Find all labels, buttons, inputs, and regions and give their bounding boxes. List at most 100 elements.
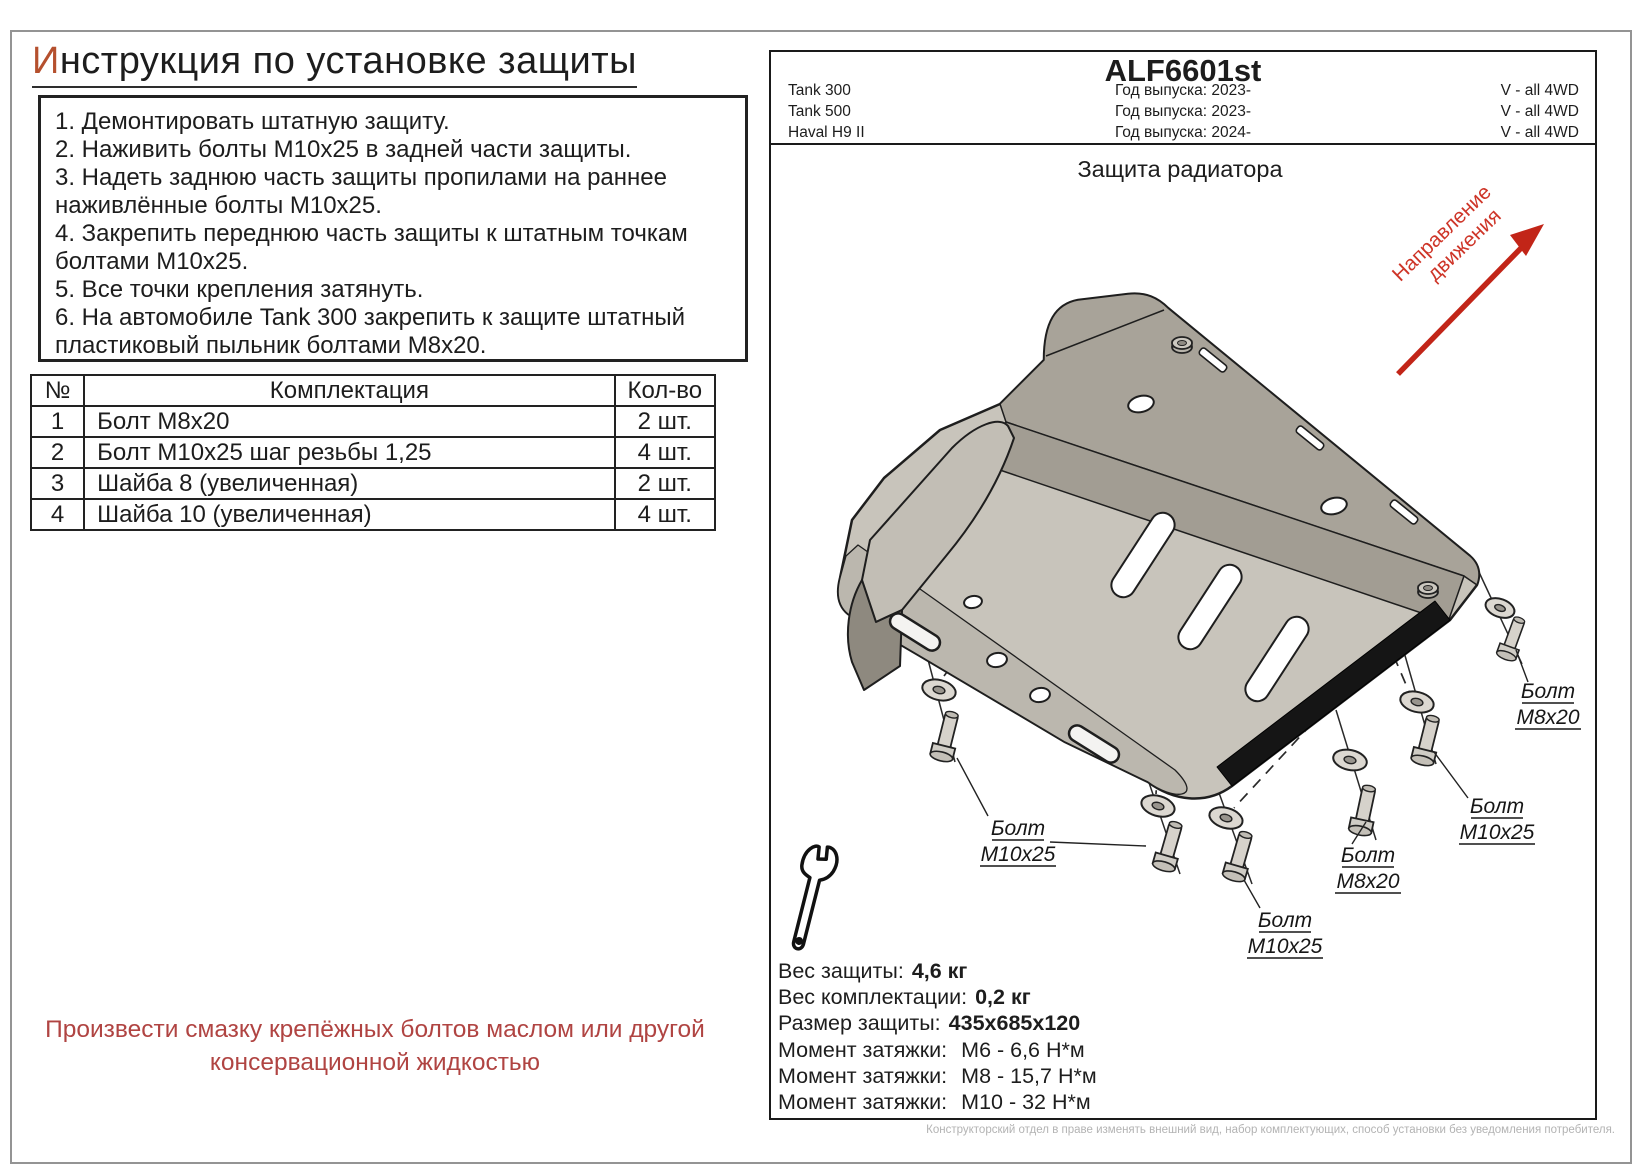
wrench-icon — [791, 844, 839, 951]
bolt — [1410, 714, 1440, 767]
fasteners — [921, 597, 1526, 883]
col-header-num: № — [29, 374, 86, 407]
vehicle-drive: V - all 4WD — [1500, 102, 1579, 120]
cell-name: Болт М10х25 шаг резьбы 1,25 — [83, 436, 616, 469]
washer — [1332, 748, 1368, 772]
cell-num: 2 — [29, 436, 86, 469]
bolt-label: Болт М10х25 — [1459, 795, 1535, 845]
spec-line: Момент затяжки:М10 - 32 Н*м — [778, 1089, 1097, 1115]
cell-name: Болт М8х20 — [83, 405, 616, 438]
vehicle-row: Tank 500 Год выпуска: 2023- V - all 4WD — [771, 101, 1595, 122]
bolt — [1495, 616, 1526, 662]
spec-label: Вес комплектации: — [778, 985, 968, 1010]
vehicle-list: Tank 300 Год выпуска: 2023- V - all 4WD … — [771, 80, 1595, 143]
spec-line: Вес защиты: 4,6 кг — [778, 958, 1097, 984]
bolt-label-name: Болт — [1341, 844, 1395, 867]
cell-qty: 2 шт. — [613, 405, 717, 438]
spec-value: 435х685х120 — [948, 1011, 1081, 1036]
bolt-label-size: М10х25 — [981, 843, 1056, 866]
instruction-line: 4. Закрепить переднюю часть защиты к шта… — [55, 220, 688, 275]
washer — [1208, 806, 1244, 830]
cell-num: 1 — [29, 405, 86, 438]
title-first-letter: И — [32, 40, 60, 82]
parts-table: № Комплектация Кол-во 1 Болт М8х20 2 шт.… — [29, 374, 717, 531]
part-code: ALF6601st — [1104, 53, 1262, 88]
instruction-line: 6. На автомобиле Tank 300 закрепить к за… — [55, 304, 685, 359]
vehicle-year: Год выпуска: 2023- — [1114, 102, 1252, 120]
cell-name: Шайба 8 (увеличенная) — [83, 467, 616, 500]
spec-value: 0,2 кг — [975, 985, 1031, 1010]
spec-value: М6 - 6,6 Н*м — [961, 1037, 1085, 1062]
instruction-line: 5. Все точки крепления затянуть. — [55, 276, 424, 303]
bolt-label-name: Болт — [1470, 795, 1524, 818]
bolt — [1221, 830, 1253, 883]
title-rest: нструкция по установке защиты — [59, 40, 637, 82]
mount-holes — [963, 394, 1348, 704]
vehicle-year: Год выпуска: 2023- — [1114, 81, 1252, 99]
drawing-title: Защита радиатора — [1077, 156, 1283, 182]
cell-qty: 2 шт. — [613, 467, 717, 500]
bolt — [1151, 820, 1183, 873]
table-row: 1 Болт М8х20 2 шт. — [29, 405, 717, 438]
table-row: 2 Болт М10х25 шаг резьбы 1,25 4 шт. — [29, 436, 717, 469]
spec-line: Момент затяжки: М6 - 6,6 Н*м — [778, 1037, 1097, 1063]
instruction-line: 2. Наживить болты М10х25 в задней части … — [55, 136, 632, 163]
page-border — [10, 30, 1632, 1164]
plate-top-strip — [999, 292, 1480, 586]
bolt-label: Болт М10х25 — [980, 817, 1056, 867]
cell-qty: 4 шт. — [613, 436, 717, 469]
direction-arrow-icon: Направление движения — [1388, 180, 1544, 376]
bolt-label-size: М10х25 — [1248, 935, 1323, 958]
bolt-label-size: М8х20 — [1516, 706, 1579, 729]
spec-line: Момент затяжки:М8 - 15,7 Н*м — [778, 1063, 1097, 1089]
page-title: Инструкция по установке защиты — [32, 40, 637, 88]
skid-plate — [836, 292, 1481, 800]
vent-slots — [1110, 511, 1310, 703]
bolt-label-size: М10х25 — [1460, 821, 1535, 844]
col-header-name: Комплектация — [83, 374, 616, 407]
washer — [921, 678, 957, 702]
label-leaders — [956, 649, 1529, 909]
cell-num: 4 — [29, 498, 86, 531]
edge-slits — [1198, 347, 1419, 525]
plate-black-edge — [1216, 600, 1451, 787]
header-divider — [769, 143, 1597, 145]
cell-name: Шайба 10 (увеличенная) — [83, 498, 616, 531]
bolt-labels: Болт М8х20 Болт М10х25 Болт М8х20 Болт М… — [980, 680, 1581, 959]
bolt-label-size: М8х20 — [1336, 870, 1399, 893]
bolt — [929, 710, 959, 763]
cell-num: 3 — [29, 467, 86, 500]
spec-line: Вес комплектации: 0,2 кг — [778, 984, 1097, 1010]
bolt — [1347, 784, 1377, 837]
spec-label: Момент затяжки: — [778, 1037, 948, 1062]
technical-drawing: Направление движения — [791, 180, 1581, 959]
bolt-label: Болт М10х25 — [1247, 909, 1323, 959]
vehicle-model: Tank 300 — [788, 81, 851, 99]
plate-wing-side — [846, 579, 903, 691]
spec-label: Вес защиты: — [778, 959, 904, 983]
vehicle-drive: V - all 4WD — [1500, 123, 1579, 141]
col-header-qty: Кол-во — [613, 374, 717, 407]
table-header-row: № Комплектация Кол-во — [29, 374, 717, 407]
vehicle-row: Haval H9 II Год выпуска: 2024- V - all 4… — [771, 122, 1595, 143]
washer — [1484, 597, 1516, 619]
bolt-label: Болт М8х20 — [1515, 680, 1581, 730]
spec-value: 4,6 кг — [911, 959, 968, 983]
instructions-box: 1. Демонтировать штатную защиту. 2. Нажи… — [38, 95, 748, 362]
instruction-line: 1. Демонтировать штатную защиту. — [55, 108, 450, 135]
footnote: Конструкторский отдел в праве изменять в… — [926, 1124, 1615, 1136]
instruction-line: 3. Надеть заднюю часть защиты пропилами … — [55, 164, 667, 219]
washer — [1399, 690, 1435, 714]
spec-list: Вес защиты: 4,6 кг Вес комплектации: 0,2 к… — [778, 958, 1097, 1115]
bolt-label-name: Болт — [991, 817, 1045, 840]
spec-line: Размер защиты: 435х685х120 — [778, 1010, 1097, 1036]
lubrication-warning: Произвести смазку крепёжных болтов масло… — [20, 1013, 730, 1079]
vehicle-drive: V - all 4WD — [1500, 81, 1579, 99]
warning-line: консервационной жидкостью — [209, 1049, 541, 1076]
keyhole-slots — [888, 612, 1121, 764]
plate-nut — [1417, 581, 1439, 599]
bolt-label: Болт М8х20 — [1335, 844, 1401, 894]
spec-label: Размер защиты: — [778, 1011, 941, 1036]
bolt-label-name: Болт — [1258, 909, 1312, 932]
